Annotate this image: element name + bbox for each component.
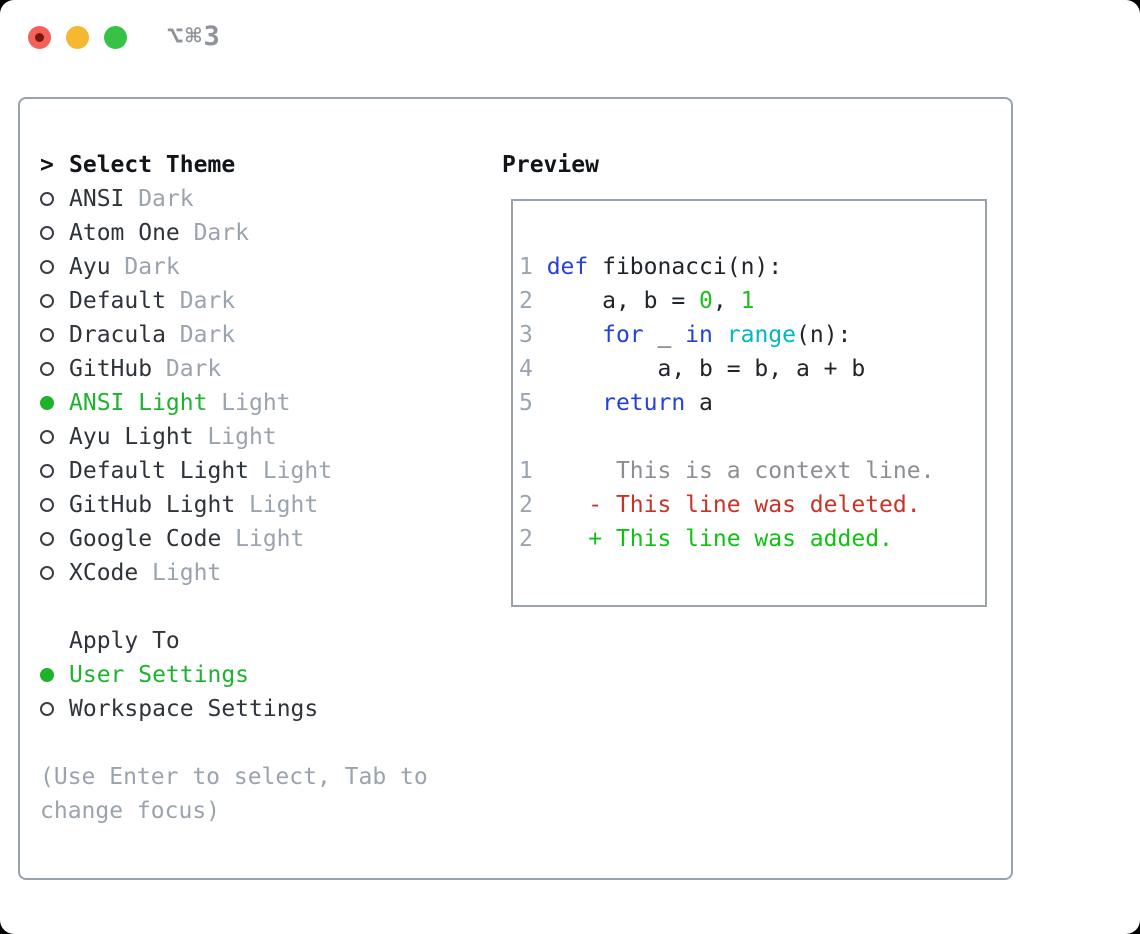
theme-option-ansi[interactable]: ANSI Dark	[40, 182, 485, 216]
theme-variant-tag: Light	[262, 458, 333, 484]
theme-name: GitHub Light	[69, 492, 236, 518]
code-line: 2 - This line was deleted.	[519, 492, 921, 518]
apply-to-header-row: Apply To	[40, 624, 485, 658]
theme-name: Default Light	[69, 458, 250, 484]
theme-option-dracula[interactable]: Dracula Dark	[40, 318, 485, 352]
radio-icon	[40, 362, 69, 376]
theme-name: Atom One	[69, 220, 180, 246]
theme-name: GitHub	[69, 356, 153, 382]
theme-variant-tag: Light	[221, 390, 291, 416]
theme-name: Ayu Light	[69, 424, 194, 450]
theme-variant-tag: Dark	[179, 322, 236, 348]
theme-name: ANSI	[69, 186, 125, 212]
apply-option-user-settings[interactable]: User Settings	[40, 658, 485, 692]
theme-variant-tag: Light	[248, 492, 319, 518]
preview-title: Preview	[502, 152, 599, 178]
code-line: 1 def fibonacci(n):	[519, 254, 783, 280]
theme-variant-tag: Dark	[138, 186, 194, 212]
select-theme-header-row: > Select Theme	[40, 148, 485, 182]
theme-variant-tag: Light	[207, 424, 277, 450]
close-button[interactable]	[28, 26, 51, 49]
close-dot-icon	[35, 33, 44, 42]
theme-option-ayu[interactable]: Ayu Dark	[40, 250, 485, 284]
preview-box: 1 def fibonacci(n): 2 a, b = 0, 1 3 for _ …	[511, 199, 987, 607]
theme-option-atom-one[interactable]: Atom One Dark	[40, 216, 485, 250]
code-line: 1 This is a context line.	[519, 458, 935, 484]
theme-option-xcode[interactable]: XCode Light	[40, 556, 485, 590]
zoom-button[interactable]	[104, 26, 127, 49]
radio-icon	[40, 566, 69, 580]
theme-name: Google Code	[69, 526, 222, 552]
preview-code: 1 def fibonacci(n): 2 a, b = 0, 1 3 for _ …	[513, 201, 985, 556]
apply-to-title: Apply To	[69, 628, 180, 654]
radio-icon	[40, 294, 69, 308]
theme-option-github[interactable]: GitHub Dark	[40, 352, 485, 386]
code-line: 5 return a	[519, 390, 713, 416]
theme-name: Ayu	[69, 254, 111, 280]
radio-icon	[40, 192, 69, 206]
radio-icon	[40, 532, 69, 546]
theme-variant-tag: Dark	[165, 356, 222, 382]
radio-icon	[40, 328, 69, 342]
code-line: 2 a, b = 0, 1	[519, 288, 755, 314]
radio-icon	[40, 702, 69, 716]
theme-name: XCode	[69, 560, 139, 586]
theme-option-default[interactable]: Default Dark	[40, 284, 485, 318]
code-line: 2 + This line was added.	[519, 526, 893, 552]
theme-option-google-code[interactable]: Google Code Light	[40, 522, 485, 556]
theme-option-github-light[interactable]: GitHub Light Light	[40, 488, 485, 522]
theme-variant-tag: Light	[152, 560, 222, 586]
radio-icon	[40, 498, 69, 512]
radio-icon	[40, 226, 69, 240]
theme-option-ansi-light[interactable]: ANSI Light Light	[40, 386, 485, 420]
radio-icon	[40, 464, 69, 478]
theme-name: Dracula	[69, 322, 166, 348]
code-line: 3 for _ in range(n):	[519, 322, 852, 348]
radio-icon	[40, 430, 69, 444]
apply-option-workspace-settings[interactable]: Workspace Settings	[40, 692, 485, 726]
keyboard-hint-text: (Use Enter to select, Tab to change focu…	[40, 764, 428, 824]
theme-option-default-light[interactable]: Default Light Light	[40, 454, 485, 488]
radio-selected-icon	[40, 396, 69, 410]
apply-option-label: Workspace Settings	[69, 696, 319, 722]
select-theme-title: Select Theme	[69, 152, 236, 178]
theme-name: ANSI Light	[69, 390, 208, 416]
theme-variant-tag: Dark	[193, 220, 249, 246]
apply-option-label: User Settings	[69, 662, 250, 688]
theme-option-ayu-light[interactable]: Ayu Light Light	[40, 420, 485, 454]
theme-name: Default	[69, 288, 166, 314]
radio-icon	[40, 260, 69, 274]
code-line: 4 a, b = b, a + b	[519, 356, 866, 382]
theme-variant-tag: Light	[235, 526, 305, 552]
prompt-caret-icon: >	[40, 152, 54, 178]
code-line	[519, 420, 985, 454]
minimize-button[interactable]	[66, 26, 89, 49]
window-shortcut-label: ⌥⌘3	[167, 21, 222, 52]
theme-variant-tag: Dark	[179, 288, 236, 314]
theme-variant-tag: Dark	[124, 254, 180, 280]
radio-selected-icon	[40, 668, 69, 682]
